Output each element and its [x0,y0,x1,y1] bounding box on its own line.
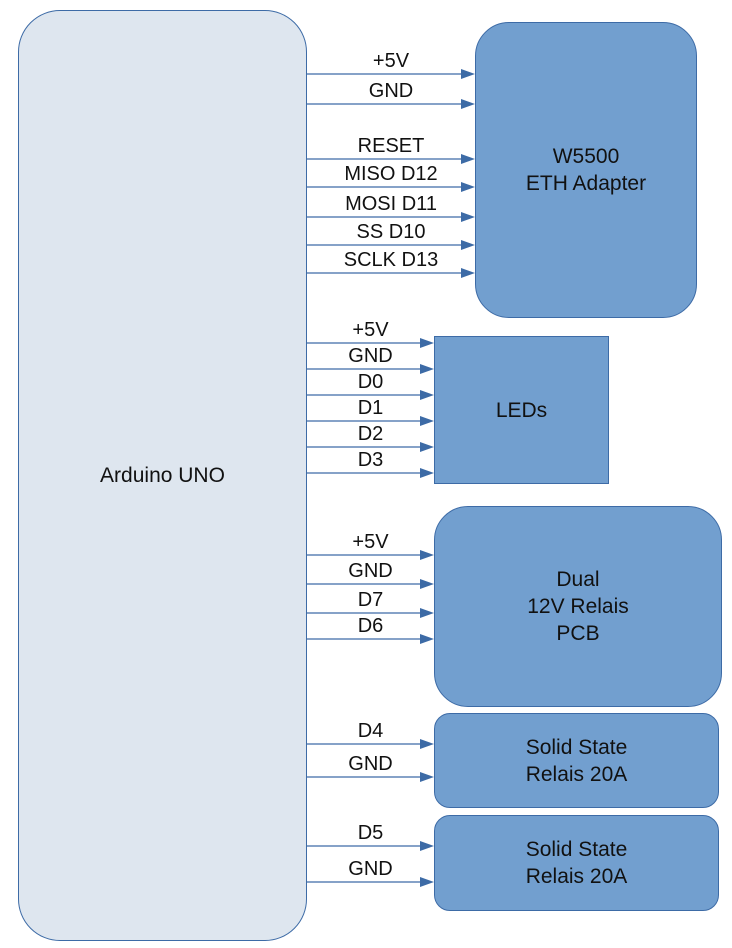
ssr-1-box: Solid State Relais 20A [434,713,719,808]
arrowhead-icon [420,442,434,452]
dual-relay-label: Dual 12V Relais PCB [527,568,629,645]
arrowhead-icon [420,579,434,589]
wire-label: D2 [357,423,384,445]
w5500-label: W5500 ETH Adapter [525,145,647,195]
wire-label: GND [348,753,393,775]
arrowhead-icon [461,154,475,164]
wire-label: GND [348,858,393,880]
ssr-1-label: Solid State Relais 20A [525,735,628,786]
arrowhead-icon [461,69,475,79]
arduino-uno-box: Arduino UNO [18,10,307,941]
arrowhead-icon [461,182,475,192]
wire-label: GND [348,560,393,582]
wire-label: D0 [357,371,384,393]
wire-label: D3 [357,449,384,471]
wire-label: D7 [357,589,384,611]
wire-label: +5V [372,50,410,72]
wire-label: MOSI D11 [345,193,437,215]
wire-label: SCLK D13 [343,249,439,271]
leds-label: LEDs [495,398,548,422]
arrowhead-icon [420,841,434,851]
wire-label: D5 [357,822,384,844]
wire-label: GND [348,345,393,367]
wire-label: GND [368,80,414,102]
arrowhead-icon [420,364,434,374]
arrowhead-icon [461,212,475,222]
ssr-2-label: Solid State Relais 20A [525,838,628,888]
arrowhead-icon [420,877,434,887]
arrowhead-icon [420,468,434,478]
leds-box: LEDs [434,336,609,484]
dual-relay-box: Dual 12V Relais PCB [434,506,722,707]
wire-label: RESET [357,135,425,157]
wire-label: +5V [352,531,389,553]
arrowhead-icon [420,390,434,400]
wire-label: +5V [352,319,389,341]
arrowhead-icon [420,338,434,348]
arrowhead-icon [420,634,434,644]
arrowhead-icon [461,240,475,250]
arduino-uno-label: Arduino UNO [100,464,225,487]
wire-label: D6 [357,615,384,637]
arrowhead-icon [420,739,434,749]
arrowhead-icon [420,772,434,782]
arrowhead-icon [420,550,434,560]
wire-label: D4 [357,720,384,742]
ssr-2-box: Solid State Relais 20A [434,815,719,911]
arrowhead-icon [420,416,434,426]
arrowhead-icon [461,268,475,278]
wire-label: MISO D12 [344,163,438,185]
wire-label: SS D10 [356,221,426,243]
arrowhead-icon [420,608,434,618]
arrowhead-icon [461,99,475,109]
w5500-box: W5500 ETH Adapter [475,22,697,318]
wire-label: D1 [357,397,384,419]
